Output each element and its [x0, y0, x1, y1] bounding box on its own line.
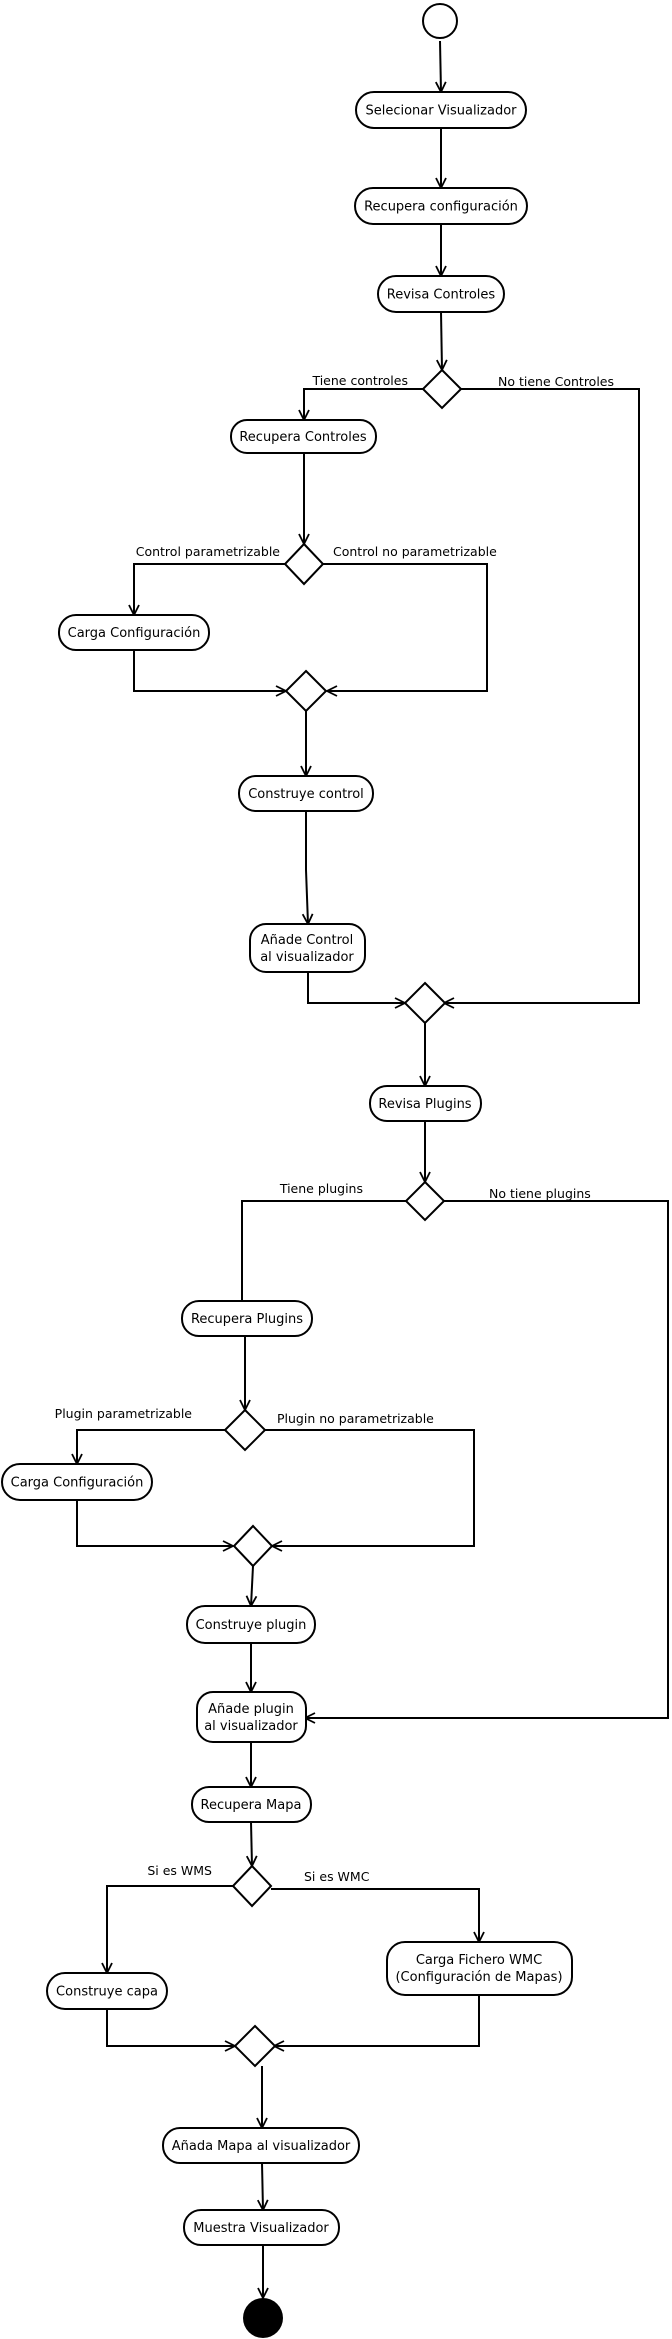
action-construye-plugin: Construye plugin — [186, 1605, 316, 1644]
action-muestra-visualizador: Muestra Visualizador — [183, 2209, 340, 2246]
action-revisa-plugins-label: Revisa Plugins — [378, 1097, 471, 1112]
action-carga-config-plugins-label: Carga Configuración — [11, 1476, 144, 1491]
decision-nodes — [223, 368, 463, 2068]
action-construye-capa-label: Construye capa — [56, 1985, 158, 2000]
action-construye-plugin-label: Construye plugin — [196, 1618, 307, 1633]
action-carga-config-controles: Carga Configuración — [58, 614, 210, 651]
action-recupera-controles: Recupera Controles — [230, 419, 377, 454]
decision-controles — [421, 368, 463, 410]
edge-plugin-no-param — [265, 1429, 475, 1546]
decision-plugins — [404, 1180, 446, 1222]
edge-construye-capa-merge — [106, 2009, 235, 2046]
guard-no-tiene-plugins: No tiene plugins — [489, 1186, 591, 1201]
action-recupera-controles-label: Recupera Controles — [239, 430, 367, 445]
edge-anade-control-merge — [307, 972, 405, 1003]
action-seleccionar-label: Selecionar Visualizador — [365, 104, 517, 119]
action-construye-capa: Construye capa — [46, 1972, 168, 2010]
action-carga-wmc-label-1: Carga Fichero WMC — [416, 1953, 542, 1968]
edge-no-tiene-controles — [444, 388, 640, 1003]
merge-mapa — [233, 2024, 277, 2068]
edge-tiene-plugins — [241, 1200, 406, 1301]
guard-labels: Tiene controles No tiene Controles Contr… — [55, 373, 614, 1884]
action-seleccionar: Selecionar Visualizador — [355, 91, 527, 129]
decision-control-param — [283, 542, 325, 586]
guard-control-param: Control parametrizable — [136, 544, 281, 559]
action-revisa-controles: Revisa Controles — [377, 275, 505, 313]
action-anade-control: Añade Control al visualizador — [249, 923, 366, 973]
guard-no-tiene-controles: No tiene Controles — [498, 374, 614, 389]
action-construye-control-label: Construye control — [248, 787, 364, 802]
action-anade-plugin-label-2: al visualizador — [204, 1719, 298, 1734]
action-anade-control-label-1: Añade Control — [261, 933, 353, 948]
action-anade-plugin: Añade plugin al visualizador — [196, 1691, 307, 1743]
action-carga-config-controles-label: Carga Configuración — [68, 626, 201, 641]
action-recupera-config-label: Recupera configuración — [364, 200, 518, 215]
edge-control-param — [134, 563, 285, 615]
guard-si-wmc: Si es WMC — [304, 1869, 370, 1884]
edge-si-wmc — [271, 1888, 479, 1942]
action-anade-mapa: Añada Mapa al visualizador — [162, 2127, 360, 2164]
action-recupera-mapa-label: Recupera Mapa — [201, 1798, 302, 1813]
guard-tiene-plugins: Tiene plugins — [279, 1181, 363, 1196]
action-recupera-plugins: Recupera Plugins — [181, 1300, 313, 1337]
edge-recupera-mapa-decision — [251, 1821, 252, 1866]
merge-plugin-config — [232, 1524, 274, 1568]
decision-wms-wmc — [231, 1864, 273, 1908]
edge-revisa-decision — [441, 311, 442, 370]
edge-carga-wmc-merge — [274, 1995, 480, 2046]
edge-merge-construye-plugin — [251, 1565, 253, 1606]
edge-control-no-param — [323, 563, 488, 691]
guard-control-no-param: Control no parametrizable — [333, 544, 497, 559]
action-carga-wmc: Carga Fichero WMC (Configuración de Mapa… — [386, 1941, 573, 1996]
action-anade-mapa-label: Añada Mapa al visualizador — [172, 2139, 351, 2154]
action-recupera-plugins-label: Recupera Plugins — [191, 1312, 303, 1327]
guard-plugin-param: Plugin parametrizable — [55, 1406, 193, 1421]
action-muestra-visualizador-label: Muestra Visualizador — [193, 2221, 329, 2236]
edge-no-tiene-plugins — [305, 1200, 669, 1718]
merge-controles — [403, 981, 447, 1025]
decision-plugin-param — [223, 1408, 267, 1452]
edge-carga-config2-merge — [76, 1500, 233, 1546]
action-carga-config-plugins: Carga Configuración — [1, 1463, 153, 1501]
action-anade-plugin-label-1: Añade plugin — [208, 1702, 294, 1717]
guard-plugin-no-param: Plugin no parametrizable — [277, 1411, 434, 1426]
edge-si-wms — [107, 1885, 233, 1973]
edge-anade-mapa-muestra — [262, 2162, 263, 2210]
initial-node — [422, 3, 458, 39]
edges — [76, 40, 669, 2298]
final-node — [243, 2298, 283, 2338]
guard-si-wms: Si es WMS — [147, 1863, 212, 1878]
guard-tiene-controles: Tiene controles — [311, 373, 408, 388]
action-recupera-config: Recupera configuración — [354, 187, 528, 225]
merge-control-config — [284, 669, 328, 713]
edge-carga-config-merge — [133, 650, 286, 691]
edge-tiene-controles — [304, 388, 423, 420]
edge-construye-control-anade — [306, 811, 308, 924]
edge-start-seleccionar — [440, 40, 441, 92]
action-carga-wmc-label-2: (Configuración de Mapas) — [395, 1970, 562, 1985]
action-revisa-plugins: Revisa Plugins — [369, 1085, 482, 1122]
action-construye-control: Construye control — [238, 775, 374, 812]
edge-plugin-param — [77, 1429, 225, 1464]
action-recupera-mapa: Recupera Mapa — [191, 1786, 312, 1823]
action-anade-control-label-2: al visualizador — [260, 950, 354, 965]
action-revisa-controles-label: Revisa Controles — [387, 288, 496, 303]
